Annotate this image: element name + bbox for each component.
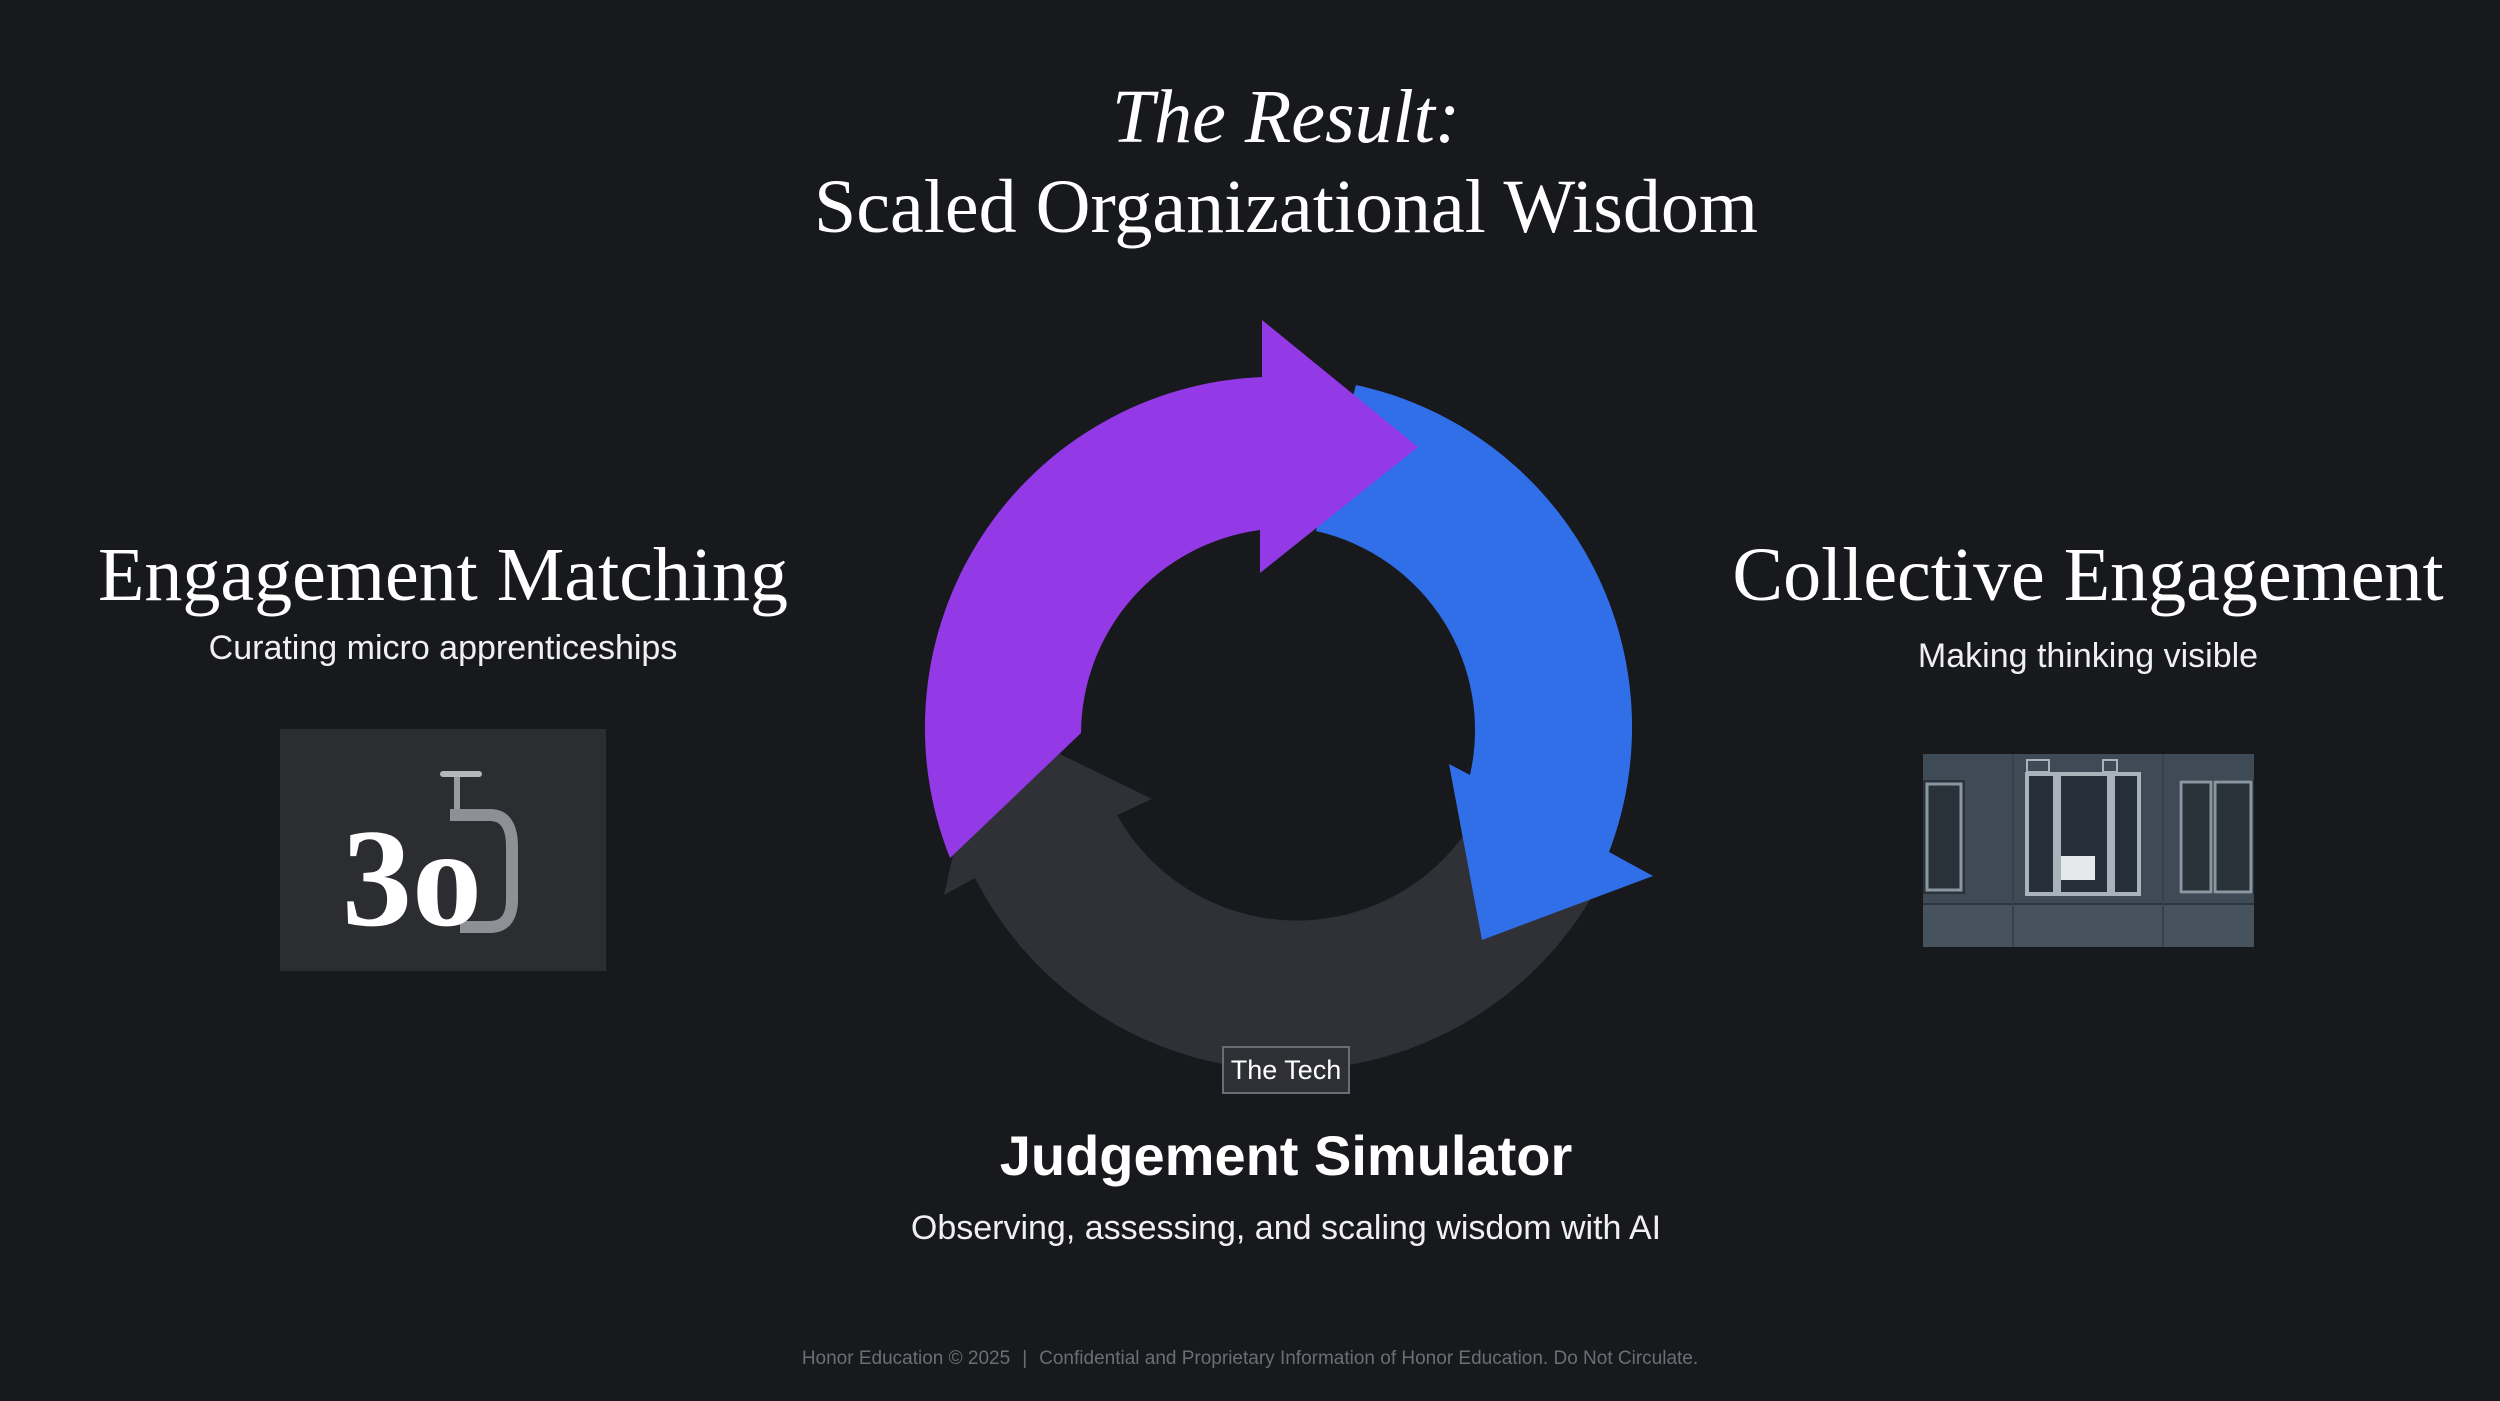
- judgement-simulator-subtitle: Observing, assessing, and scaling wisdom…: [910, 1209, 1662, 1247]
- the-tech-badge: The Tech: [1222, 1046, 1350, 1094]
- footer-confidential: Confidential and Proprietary Information…: [1039, 1348, 1699, 1369]
- judgement-simulator-title: Judgement Simulator: [999, 1124, 1573, 1187]
- cycle-arrow-gray: [944, 717, 1590, 1071]
- building-facade-icon: [1923, 754, 2254, 947]
- footer-copyright: Honor Education © 2025: [801, 1348, 1011, 1369]
- title-line-2: Scaled Organizational Wisdom: [814, 165, 1758, 249]
- cycle-arrow-purple: [924, 320, 1418, 858]
- right-subtitle: Making thinking visible: [1917, 637, 2259, 675]
- building-window-image: [1923, 754, 2254, 947]
- left-subtitle: Curating micro apprenticeships: [208, 629, 678, 667]
- right-heading: Collective Engagement: [1732, 533, 2444, 617]
- logo-image: 3o: [280, 729, 606, 971]
- clamp-logo-icon: 3o: [280, 729, 606, 971]
- footer-separator: |: [1022, 1348, 1028, 1369]
- left-heading: Engagement Matching: [97, 533, 789, 617]
- logo-text: 3o: [342, 801, 482, 956]
- footer: Honor Education © 2025 | Confidential and …: [0, 1346, 2500, 1372]
- cycle-arrow-blue: [1316, 385, 1653, 940]
- title-line-1: The Result:: [1111, 75, 1461, 159]
- slide-title: The Result: Scaled Organizational Wisdom: [0, 72, 2500, 252]
